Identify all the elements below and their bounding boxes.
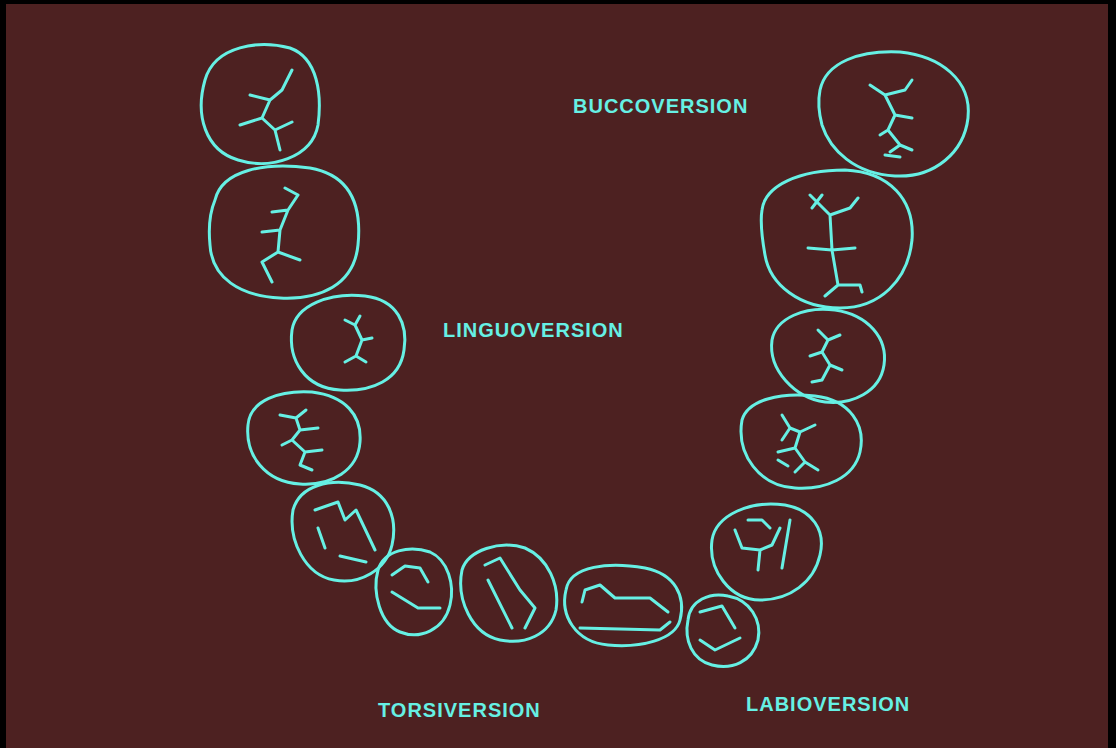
- version-label: TORSIVERSION: [378, 700, 541, 720]
- version-label: BUCCOVERSION: [573, 96, 748, 116]
- version-label: LABIOVERSION: [746, 694, 910, 714]
- version-label: LINGUOVERSION: [443, 320, 624, 340]
- slide-ground: [6, 4, 1108, 748]
